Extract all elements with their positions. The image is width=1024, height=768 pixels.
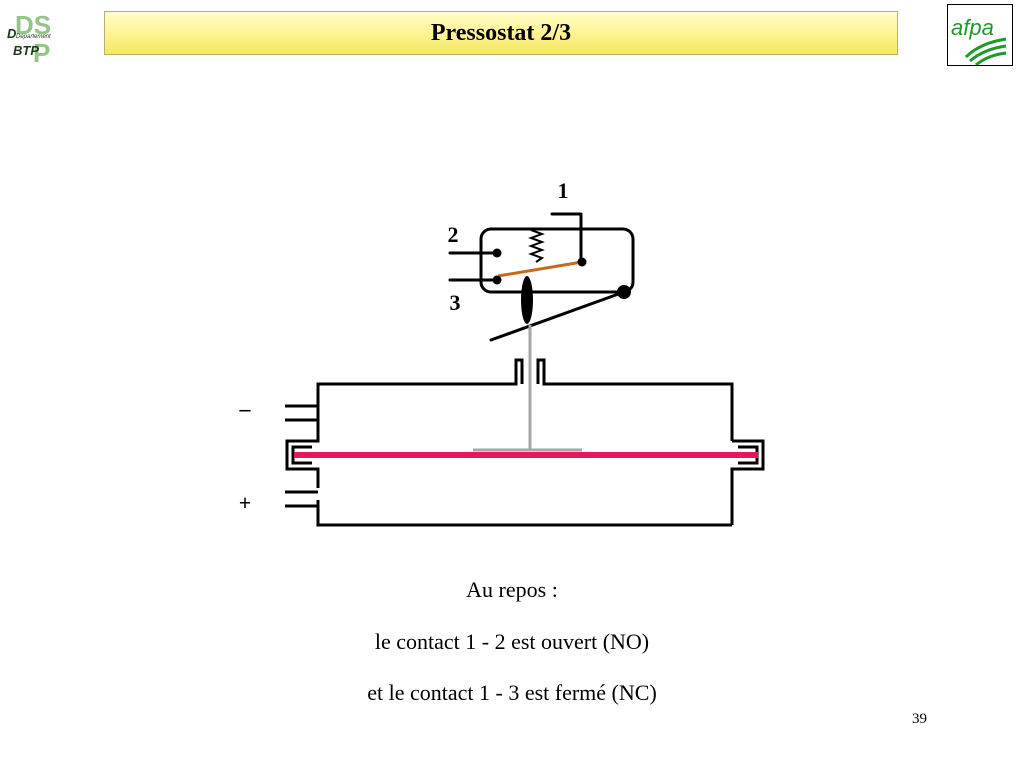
caption-line-3: et le contact 1 - 3 est fermé (NC) — [367, 680, 657, 705]
contact-point-1 — [577, 257, 587, 267]
contact-point-2 — [492, 248, 502, 258]
chamber-right-clamp — [730, 439, 765, 525]
contact-point-3 — [492, 275, 502, 285]
lever-pivot — [617, 285, 631, 299]
svg-text:P: P — [33, 38, 50, 66]
svg-text:D: D — [7, 26, 17, 41]
spring — [528, 229, 545, 263]
afpa-logo: afpa — [947, 4, 1013, 67]
departement-btp-logo: DS P D Département BTP — [5, 8, 67, 68]
label-terminal-1: 1 — [558, 178, 569, 203]
terminal-1-wire — [550, 212, 583, 264]
svg-text:DS: DS — [15, 10, 51, 40]
caption-line-1: Au repos : — [466, 577, 558, 602]
page-number: 39 — [912, 711, 927, 727]
svg-text:afpa: afpa — [951, 15, 994, 40]
contact-blade — [497, 260, 583, 278]
label-plus: + — [239, 490, 252, 515]
svg-text:BTP: BTP — [13, 43, 39, 58]
label-terminal-2: 2 — [448, 222, 459, 247]
caption-line-2: le contact 1 - 2 est ouvert (NO) — [374, 629, 650, 654]
lever-arm — [489, 290, 626, 342]
pusher — [521, 276, 533, 324]
chamber-bottom — [316, 500, 732, 527]
svg-text:Département: Département — [16, 34, 51, 40]
chamber-top-right — [536, 358, 734, 441]
label-minus: – — [239, 396, 252, 421]
label-terminal-3: 3 — [450, 290, 461, 315]
chamber-top-left — [316, 358, 524, 414]
switch-housing — [479, 227, 635, 294]
title-bar: Pressostat 2/3 — [104, 11, 898, 55]
page-title: Pressostat 2/3 — [430, 19, 572, 46]
